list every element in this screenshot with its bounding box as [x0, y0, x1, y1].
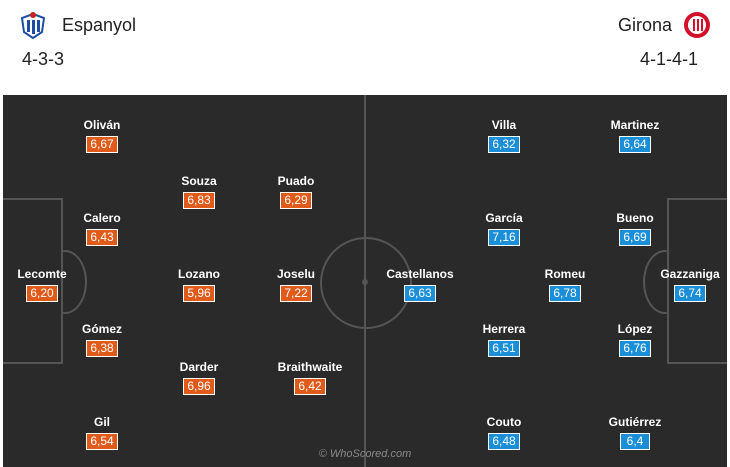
player-rating: 6,4	[620, 433, 650, 450]
player-name: Couto	[486, 415, 522, 429]
player-name: Romeu	[544, 267, 586, 281]
player-rating: 6,64	[619, 136, 651, 153]
away-player[interactable]: Martinez 6,64	[590, 118, 680, 153]
home-player[interactable]: Calero 6,43	[57, 211, 147, 246]
home-player[interactable]: Oliván 6,67	[57, 118, 147, 153]
home-player[interactable]: Gil 6,54	[57, 415, 147, 450]
player-name: Gil	[93, 415, 110, 429]
home-player[interactable]: Souza 6,83	[154, 174, 244, 209]
player-name: Martinez	[610, 118, 660, 132]
player-name: Bueno	[616, 211, 654, 225]
away-player[interactable]: Herrera 6,51	[459, 322, 549, 357]
home-player[interactable]: Braithwaite 6,42	[265, 360, 355, 395]
centre-spot	[362, 279, 368, 285]
player-name: García	[485, 211, 523, 225]
player-rating: 6,20	[26, 285, 58, 302]
player-rating: 6,42	[294, 378, 326, 395]
home-player[interactable]: Joselu 7,22	[251, 267, 341, 302]
home-formation: 4-3-3	[22, 49, 65, 69]
player-name: Joselu	[276, 267, 315, 281]
player-rating: 6,67	[86, 136, 118, 153]
home-team-name[interactable]: Espanyol	[62, 15, 137, 35]
player-name: Oliván	[83, 118, 121, 132]
player-name: Puado	[277, 174, 315, 188]
away-player[interactable]: Gutiérrez 6,4	[590, 415, 680, 450]
away-player[interactable]: Bueno 6,69	[590, 211, 680, 246]
player-rating: 6,78	[549, 285, 581, 302]
player-rating: 6,76	[619, 340, 651, 357]
away-player[interactable]: López 6,76	[590, 322, 680, 357]
away-player[interactable]: Villa 6,32	[459, 118, 549, 153]
espanyol-crest-icon	[20, 12, 46, 40]
player-name: Herrera	[482, 322, 526, 336]
away-team-name[interactable]: Girona	[618, 15, 673, 35]
player-name: López	[617, 322, 653, 336]
home-player[interactable]: Lozano 5,96	[154, 267, 244, 302]
home-player[interactable]: Darder 6,96	[154, 360, 244, 395]
away-penalty-area	[667, 198, 727, 364]
player-rating: 6,38	[86, 340, 118, 357]
player-rating: 6,54	[86, 433, 118, 450]
player-name: Villa	[491, 118, 517, 132]
pitch: Oliván 6,67 Calero 6,43 Lecomte 6,20 Gómez 6…	[3, 95, 727, 467]
away-player[interactable]: Castellanos 6,63	[375, 267, 465, 302]
home-player[interactable]: Lecomte 6,20	[3, 267, 87, 302]
home-penalty-area	[3, 198, 63, 364]
player-rating: 6,83	[183, 192, 215, 209]
player-name: Gómez	[81, 322, 122, 336]
home-player[interactable]: Gómez 6,38	[57, 322, 147, 357]
player-name: Lecomte	[17, 267, 67, 281]
player-name: Gutiérrez	[608, 415, 662, 429]
player-name: Souza	[181, 174, 217, 188]
girona-crest-icon	[684, 12, 710, 38]
player-name: Lozano	[178, 267, 220, 281]
away-player[interactable]: Couto 6,48	[459, 415, 549, 450]
player-name: Gazzaniga	[660, 267, 720, 281]
player-rating: 6,32	[488, 136, 520, 153]
away-player[interactable]: García 7,16	[459, 211, 549, 246]
player-name: Calero	[83, 211, 121, 225]
match-header: Espanyol 4-3-3 Girona 4-1-4-1	[0, 0, 730, 95]
player-rating: 6,74	[674, 285, 706, 302]
player-rating: 6,63	[404, 285, 436, 302]
player-name: Castellanos	[386, 267, 454, 281]
player-rating: 7,22	[280, 285, 312, 302]
player-rating: 6,96	[183, 378, 215, 395]
centre-circle	[320, 237, 412, 329]
player-rating: 6,51	[488, 340, 520, 357]
away-player[interactable]: Romeu 6,78	[520, 267, 610, 302]
away-player[interactable]: Gazzaniga 6,74	[645, 267, 727, 302]
away-formation: 4-1-4-1	[640, 49, 699, 69]
player-rating: 7,16	[488, 229, 520, 246]
whoscored-credit: © WhoScored.com	[318, 448, 412, 460]
player-name: Darder	[179, 360, 219, 374]
home-player[interactable]: Puado 6,29	[251, 174, 341, 209]
player-rating: 6,69	[619, 229, 651, 246]
player-name: Braithwaite	[277, 360, 343, 374]
player-rating: 6,48	[488, 433, 520, 450]
player-rating: 6,29	[280, 192, 312, 209]
player-rating: 6,43	[86, 229, 118, 246]
player-rating: 5,96	[183, 285, 215, 302]
